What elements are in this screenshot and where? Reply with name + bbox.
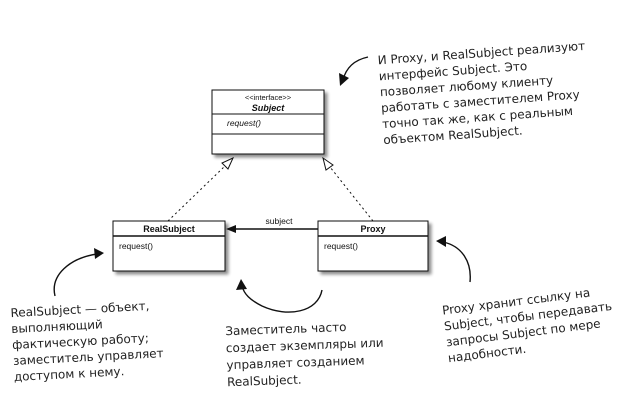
realization-triangle-left [221, 156, 235, 170]
association-subject-link: subject [226, 216, 318, 233]
annotation-arrow-top [339, 56, 369, 86]
subject-name: Subject [252, 103, 286, 113]
proxy-class-box: Proxy request() [317, 220, 429, 272]
association-arrowhead [226, 225, 236, 233]
realsubject-operation: request() [119, 241, 153, 251]
subject-operation: request() [227, 118, 261, 128]
realization-proxy-to-subject [322, 156, 374, 222]
realsubject-class-box: RealSubject request() [112, 220, 226, 272]
note-left-line: доступом к нему. [13, 364, 124, 384]
subject-stereotype: <<interface>> [245, 93, 292, 102]
realization-triangle-right [322, 156, 334, 171]
note-middle-line: управляет созданием [226, 353, 365, 372]
note-middle-line: Заместитель часто [225, 320, 347, 338]
annotation-arrow-right [436, 236, 471, 283]
note-creation-explanation: Заместитель часто создает экземпляры или… [225, 320, 384, 390]
subject-interface-box: <<interface>> Subject request() [211, 89, 325, 155]
note-proxy-explanation: Proxy хранит ссылку на Subject, чтобы пе… [441, 286, 612, 366]
proxy-name: Proxy [360, 224, 385, 234]
proxy-operation: request() [324, 241, 358, 251]
annotation-arrow-middle [236, 279, 323, 313]
note-left-line: RealSubject — объект, [10, 299, 150, 320]
note-interface-explanation: И Proxy, и RealSubject реализуют интерфе… [377, 39, 585, 147]
note-middle-line: RealSubject. [227, 373, 302, 390]
association-label: subject [266, 216, 294, 226]
note-realsubject-explanation: RealSubject — объект, выполняющий фактич… [10, 299, 164, 384]
note-left-line: выполняющий [11, 317, 103, 336]
realization-realsubject-to-subject [167, 156, 235, 222]
note-middle-line: создает экземпляры или [226, 336, 384, 355]
realsubject-name: RealSubject [143, 224, 195, 234]
annotation-arrow-left [53, 248, 104, 297]
